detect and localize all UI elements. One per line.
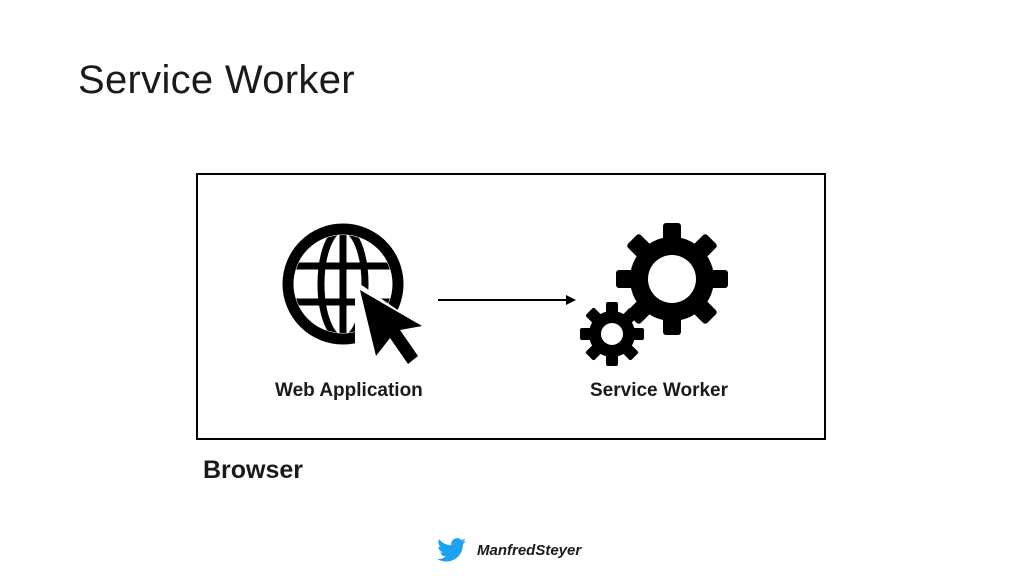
- footer-attribution: ManfredSteyer: [437, 538, 581, 562]
- twitter-bird-icon: [437, 538, 466, 562]
- gears-icon: [580, 223, 728, 366]
- connector-arrow: [438, 295, 576, 305]
- service-worker-label: Service Worker: [590, 380, 729, 401]
- twitter-handle: ManfredSteyer: [477, 541, 582, 559]
- slide-title: Service Worker: [78, 58, 355, 102]
- browser-container-box: [196, 173, 826, 440]
- web-application-label: Web Application: [275, 380, 423, 401]
- globe-cursor-icon: [282, 223, 422, 364]
- browser-label: Browser: [203, 456, 304, 484]
